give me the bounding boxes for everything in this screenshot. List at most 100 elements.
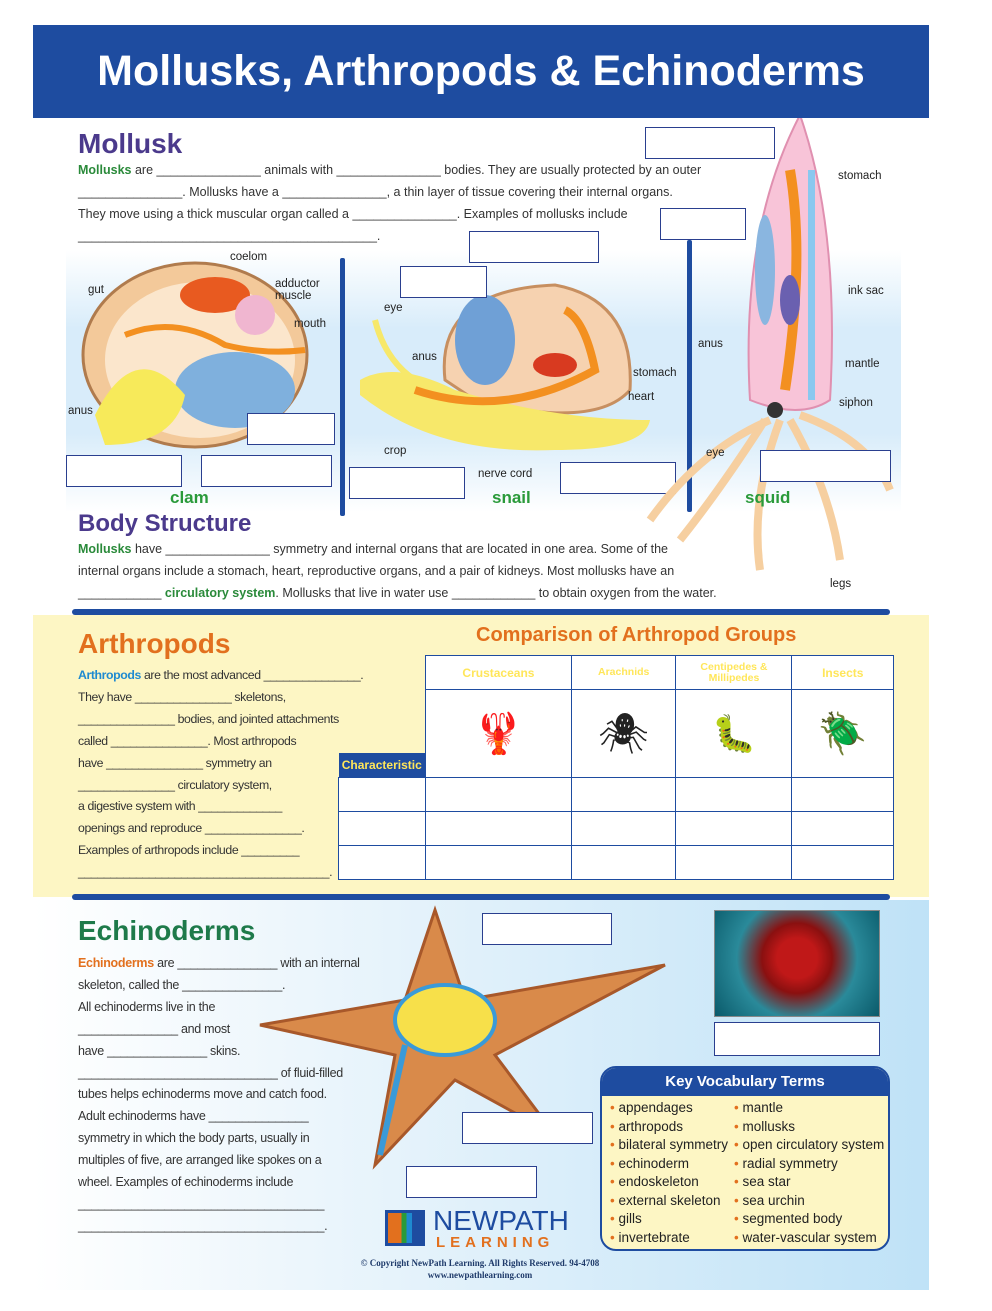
text-line: symmetry in which the body parts, usuall…: [78, 1131, 310, 1146]
answer-cell[interactable]: [425, 811, 572, 846]
col-header-centipedes: Centipedes & Millipedes: [675, 655, 793, 690]
answer-box[interactable]: [406, 1166, 537, 1198]
label-mantle: mantle: [845, 358, 880, 370]
label-adductor-muscle: adductor muscle: [275, 278, 320, 302]
vocab-term: sea star: [734, 1174, 791, 1189]
divider: [72, 609, 890, 615]
comparison-table: Crustaceans Arachnids Centipedes & Milli…: [338, 655, 894, 880]
text-line: a digestive system with _____________: [78, 799, 282, 814]
answer-cell[interactable]: [791, 777, 894, 812]
text-line: ________________________________________…: [78, 229, 381, 243]
vocab-column-1: appendagesarthropodsbilateral symmetryec…: [610, 1099, 728, 1247]
text-line: are _______________ animals with _______…: [131, 163, 702, 177]
vocab-term: echinoderm: [610, 1156, 689, 1171]
text-line: _____________________________________.: [78, 1218, 328, 1233]
answer-box[interactable]: [714, 1022, 880, 1056]
keyword: Arthropods: [78, 668, 141, 682]
snail-diagram: [360, 283, 650, 451]
vocab-column-2: mantlemollusksopen circulatory systemrad…: [734, 1099, 884, 1247]
echinoderms-heading: Echinoderms: [78, 915, 256, 946]
answer-box[interactable]: [247, 413, 335, 445]
answer-cell[interactable]: [675, 811, 793, 846]
snail-caption: snail: [492, 488, 531, 507]
answer-cell[interactable]: [570, 811, 677, 846]
label-mouth: mouth: [294, 318, 326, 330]
text-line: openings and reproduce _______________.: [78, 821, 305, 836]
answer-box[interactable]: [482, 913, 612, 945]
centipede-image: 🐛: [675, 689, 793, 778]
clam-caption: clam: [170, 488, 209, 507]
vocab-term: segmented body: [734, 1211, 842, 1226]
text-line: tubes helps echinoderms move and catch f…: [78, 1087, 327, 1102]
answer-box[interactable]: [560, 462, 676, 494]
text-line: . Mollusks that live in water use ______…: [275, 586, 717, 600]
answer-cell[interactable]: [570, 777, 677, 812]
answer-box[interactable]: [760, 450, 891, 482]
crayfish-image: 🦞: [425, 689, 572, 778]
row-header-body-sections: Number of body sections: [338, 777, 426, 812]
vocab-term: external skeleton: [610, 1193, 721, 1208]
text-line: skeleton, called the _______________.: [78, 977, 286, 992]
clam-diagram: [81, 261, 309, 449]
label-eye: eye: [384, 302, 403, 314]
text-line: They move using a thick muscular organ c…: [78, 207, 628, 221]
vocab-term: mantle: [734, 1100, 783, 1115]
keyword: Mollusks: [78, 163, 132, 177]
text-line: Examples of arthropods include _________: [78, 843, 300, 858]
label-nerve-cord: nerve cord: [478, 468, 533, 480]
text-line: internal organs include a stomach, heart…: [78, 564, 675, 578]
label-anus: anus: [698, 338, 723, 350]
copyright-text: © Copyright NewPath Learning. All Rights…: [360, 1258, 600, 1268]
col-header-arachnids: Arachnids: [570, 655, 677, 690]
text-line: _______________________________________.: [78, 865, 333, 880]
keyword: Echinoderms: [78, 956, 154, 970]
answer-cell[interactable]: [570, 845, 677, 880]
label-anus: anus: [412, 351, 437, 363]
label-crop: crop: [384, 445, 407, 457]
answer-cell[interactable]: [675, 845, 793, 880]
row-header-pairs-of-legs: Pairs of legs: [338, 811, 426, 846]
arthropods-heading: Arthropods: [78, 628, 231, 659]
answer-cell[interactable]: [675, 777, 793, 812]
text-line: _______________. Mollusks have a _______…: [78, 185, 673, 199]
answer-box[interactable]: [469, 231, 599, 263]
mollusk-text: Mollusks are _______________ animals wit…: [78, 159, 718, 247]
vocab-term: sea urchin: [734, 1193, 805, 1208]
label-gut: gut: [88, 284, 104, 296]
label-stomach: stomach: [633, 367, 677, 379]
text-line: _______________ circulatory system,: [78, 777, 272, 792]
mollusk-heading: Mollusk: [78, 128, 183, 159]
answer-cell[interactable]: [425, 845, 572, 880]
copyright: © Copyright NewPath Learning. All Rights…: [320, 1257, 640, 1281]
text-line: have _______________ symmetry an: [78, 755, 272, 770]
label-anus: anus: [68, 405, 93, 417]
answer-box[interactable]: [645, 127, 775, 159]
label-eye: eye: [706, 447, 725, 459]
text-line: _____________________________________: [78, 1196, 325, 1211]
body-structure-text: Mollusks have _______________ symmetry a…: [78, 538, 758, 604]
answer-box[interactable]: [349, 467, 465, 499]
keyword: circulatory system: [164, 586, 276, 600]
answer-box[interactable]: [462, 1112, 593, 1144]
answer-cell[interactable]: [791, 845, 894, 880]
spider-image: 🕷: [570, 689, 677, 778]
col-header-insects: Insects: [791, 655, 894, 690]
answer-cell[interactable]: [791, 811, 894, 846]
vocab-term: gills: [610, 1211, 642, 1226]
label-legs: legs: [830, 578, 852, 590]
label-coelom: coelom: [230, 251, 268, 263]
text-line: _______________ and most: [78, 1021, 230, 1036]
website-link[interactable]: www.newpathlearning.com: [427, 1270, 533, 1280]
answer-box[interactable]: [400, 266, 487, 298]
squid-diagram: [646, 112, 894, 571]
answer-box[interactable]: [201, 455, 332, 487]
text-line: All echinoderms live in the: [78, 999, 216, 1014]
answer-box[interactable]: [660, 208, 746, 240]
text-line: multiples of five, are arranged like spo…: [78, 1153, 322, 1168]
answer-box[interactable]: [66, 455, 182, 487]
answer-cell[interactable]: [425, 777, 572, 812]
echinoderms-text: Echinoderms are _______________ with an …: [78, 953, 360, 1238]
sea-urchin-photo: [714, 910, 880, 1017]
text-line: Adult echinoderms have _______________: [78, 1109, 309, 1124]
beetle-image: 🪲: [791, 689, 894, 778]
